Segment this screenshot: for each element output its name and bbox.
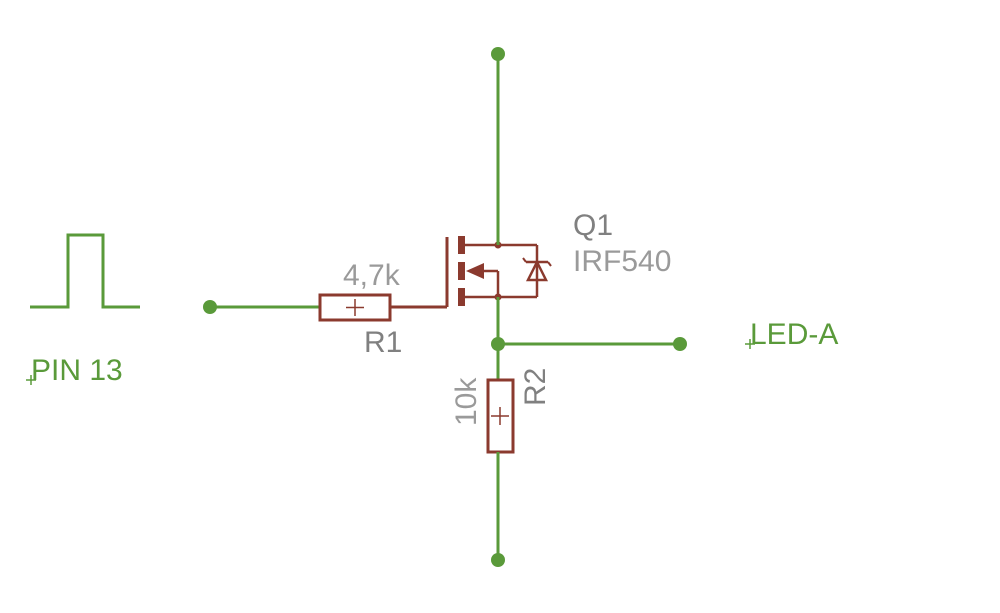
label-r1-name: R1	[364, 326, 402, 359]
label-r2-value: 10k	[450, 377, 483, 426]
resistor-r1	[318, 293, 392, 322]
junction-bottom	[491, 553, 505, 567]
net-origin-marker-pin13	[26, 375, 36, 385]
label-r1-value: 4,7k	[343, 259, 401, 292]
label-led-a: LED-A	[750, 318, 838, 351]
junction-top	[491, 47, 505, 61]
junction-output	[673, 337, 687, 351]
label-pin13: PIN 13	[31, 354, 123, 387]
mosfet-q1	[445, 236, 552, 307]
junction-input	[203, 300, 217, 314]
label-r2-name: R2	[519, 368, 552, 406]
net-origin-marker-led	[745, 339, 755, 349]
label-q1-part: IRF540	[573, 245, 671, 278]
label-q1-name: Q1	[573, 209, 613, 242]
pulse-waveform-icon	[30, 233, 140, 309]
resistor-r2	[486, 378, 515, 454]
